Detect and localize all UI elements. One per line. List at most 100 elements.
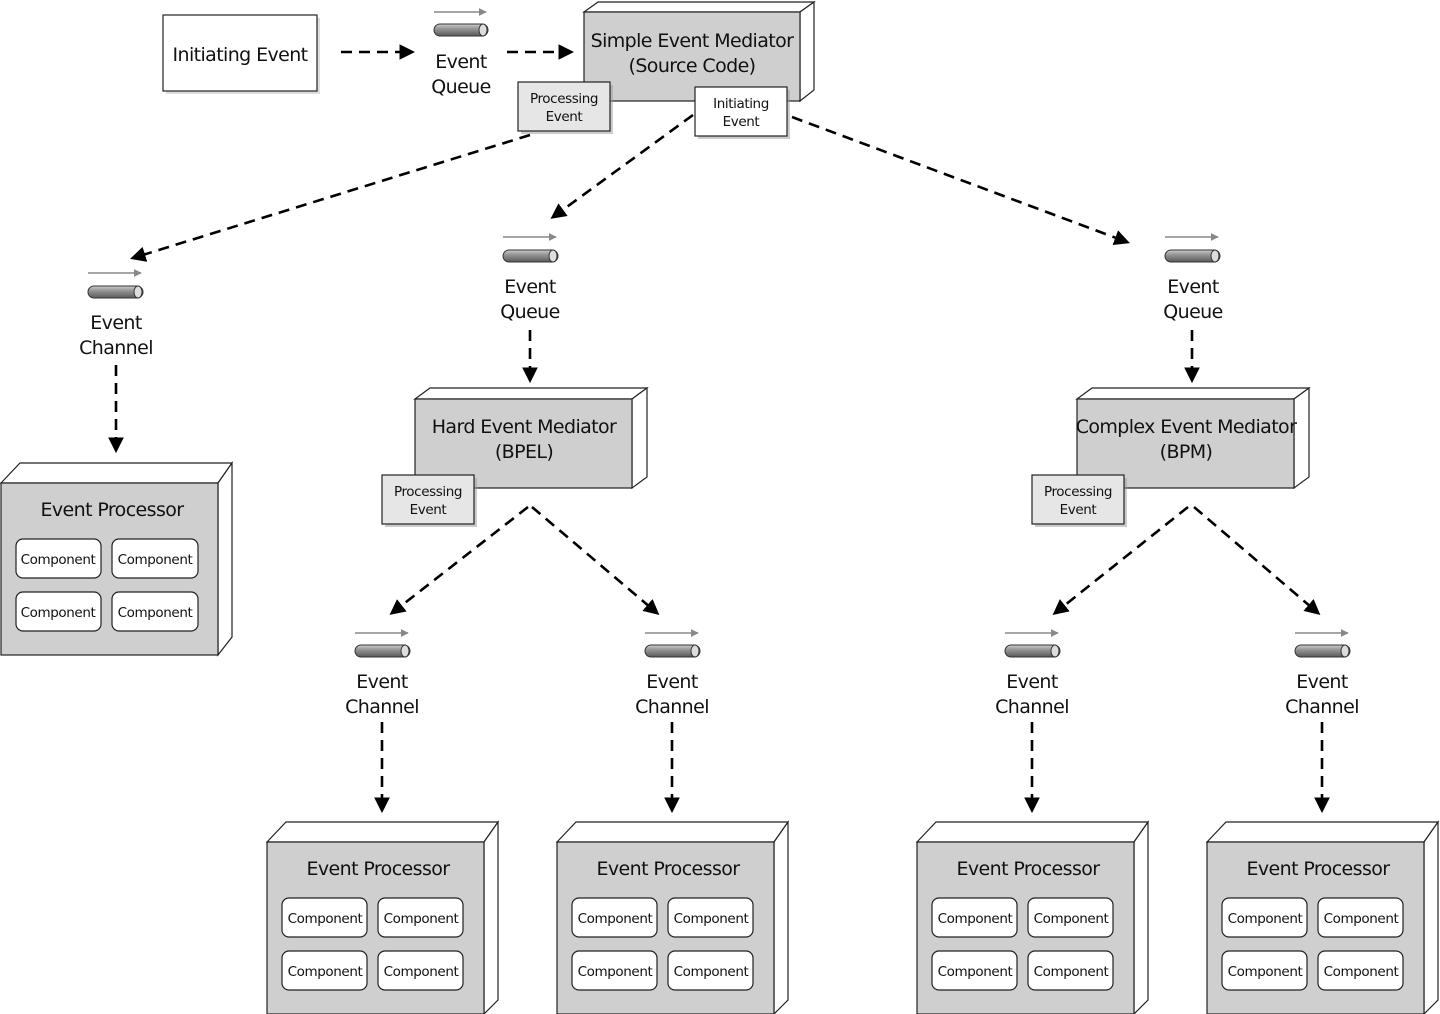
hard-processing-event-tag: Processing Event: [381, 474, 477, 527]
component-box: [281, 897, 368, 938]
channel-cylinder-icon: [1294, 629, 1351, 658]
component-box: [1317, 897, 1404, 938]
top-event-queue: Event Queue: [431, 8, 491, 98]
simple-processing-event-tag: Processing Event: [517, 81, 613, 134]
svg-text:Hard Event Mediator: Hard Event Mediator: [432, 416, 617, 438]
svg-text:Component: Component: [288, 964, 363, 980]
simple-mediator-subtitle: (Source Code): [629, 55, 756, 77]
component-box: [667, 950, 754, 991]
svg-text:Event Processor: Event Processor: [957, 858, 1101, 880]
svg-text:Event Processor: Event Processor: [1247, 858, 1391, 880]
svg-text:Processing: Processing: [394, 484, 462, 500]
svg-text:Component: Component: [21, 605, 96, 621]
arrow-simple-to-right-queue: [791, 115, 1130, 245]
svg-text:Event Processor: Event Processor: [307, 858, 451, 880]
initiating-event-box: Initiating Event: [162, 14, 320, 94]
component-box: [281, 950, 368, 991]
svg-text:Processing: Processing: [1044, 484, 1112, 500]
svg-text:Component: Component: [674, 964, 749, 980]
component-box: [931, 950, 1018, 991]
channel-cylinder-icon: [644, 629, 701, 658]
svg-text:Event Processor: Event Processor: [597, 858, 741, 880]
svg-text:Component: Component: [1034, 911, 1109, 927]
svg-text:(BPM): (BPM): [1160, 441, 1213, 463]
middle-event-queue: Event Queue: [500, 233, 560, 323]
svg-text:Processing: Processing: [530, 91, 598, 107]
component-box: [1317, 950, 1404, 991]
component-box: [931, 897, 1018, 938]
complex-event-mediator: Complex Event Mediator (BPM): [1075, 386, 1311, 490]
svg-text:Event: Event: [410, 502, 447, 518]
svg-text:Queue: Queue: [1163, 301, 1222, 323]
component-box: [1027, 897, 1114, 938]
svg-text:Component: Component: [1034, 964, 1109, 980]
arrow-hard-to-channel-b: [531, 506, 660, 616]
channel-cylinder-icon: [1004, 629, 1061, 658]
svg-text:Component: Component: [1228, 964, 1303, 980]
svg-text:Event: Event: [90, 312, 142, 334]
component-box: [1027, 950, 1114, 991]
component-box: [377, 950, 464, 991]
svg-text:Initiating: Initiating: [713, 96, 769, 112]
svg-text:Event: Event: [723, 114, 760, 130]
svg-text:Component: Component: [1228, 911, 1303, 927]
queue-label-queue: Queue: [431, 76, 490, 98]
arrow-simple-to-middle-queue: [550, 113, 694, 219]
svg-text:Component: Component: [1324, 964, 1399, 980]
svg-text:Channel: Channel: [635, 696, 709, 718]
left-event-channel: Event Channel: [79, 269, 154, 359]
queue-cylinder-icon: [433, 8, 489, 37]
channel-cylinder-icon: [87, 269, 144, 299]
component-box: [1221, 897, 1308, 938]
svg-text:Component: Component: [118, 552, 193, 568]
svg-text:Component: Component: [938, 964, 1013, 980]
svg-text:Component: Component: [938, 911, 1013, 927]
complex-processing-event-tag: Processing Event: [1031, 474, 1127, 527]
svg-text:Complex Event Mediator: Complex Event Mediator: [1076, 416, 1297, 438]
svg-text:Event: Event: [646, 671, 698, 693]
svg-text:Event: Event: [1006, 671, 1058, 693]
svg-text:Event: Event: [1060, 502, 1097, 518]
component-box: [667, 897, 754, 938]
svg-text:Event Processor: Event Processor: [41, 499, 185, 521]
svg-text:Event: Event: [504, 276, 556, 298]
channel-cylinder-icon: [354, 629, 411, 658]
svg-text:Queue: Queue: [500, 301, 559, 323]
svg-text:(BPEL): (BPEL): [495, 441, 553, 463]
svg-text:Channel: Channel: [995, 696, 1069, 718]
svg-text:Component: Component: [674, 911, 749, 927]
svg-text:Event: Event: [356, 671, 408, 693]
hard-event-mediator: Hard Event Mediator (BPEL): [413, 386, 649, 490]
svg-text:Event: Event: [546, 109, 583, 125]
svg-text:Component: Component: [384, 911, 459, 927]
svg-text:Component: Component: [1324, 911, 1399, 927]
svg-text:Channel: Channel: [79, 337, 153, 359]
svg-text:Component: Component: [578, 964, 653, 980]
simple-event-mediator: Simple Event Mediator (Source Code): [582, 0, 816, 103]
initiating-event-label: Initiating Event: [173, 44, 308, 66]
svg-text:Event: Event: [1167, 276, 1219, 298]
component-box: [1221, 950, 1308, 991]
svg-text:Component: Component: [21, 552, 96, 568]
svg-text:Component: Component: [384, 964, 459, 980]
arrow-simple-to-left-channel: [130, 133, 531, 262]
right-event-queue: Event Queue: [1163, 233, 1223, 323]
arrow-complex-to-channel-b: [1193, 506, 1321, 616]
svg-text:Channel: Channel: [345, 696, 419, 718]
queue-cylinder-icon: [502, 233, 559, 263]
queue-cylinder-icon: [1164, 233, 1221, 263]
queue-label-event: Event: [435, 51, 487, 73]
left-event-processor: Event Processor Component Component Comp…: [0, 461, 234, 657]
svg-text:Component: Component: [118, 605, 193, 621]
simple-initiating-event-tag: Initiating Event: [694, 86, 790, 139]
component-box: [571, 897, 658, 938]
